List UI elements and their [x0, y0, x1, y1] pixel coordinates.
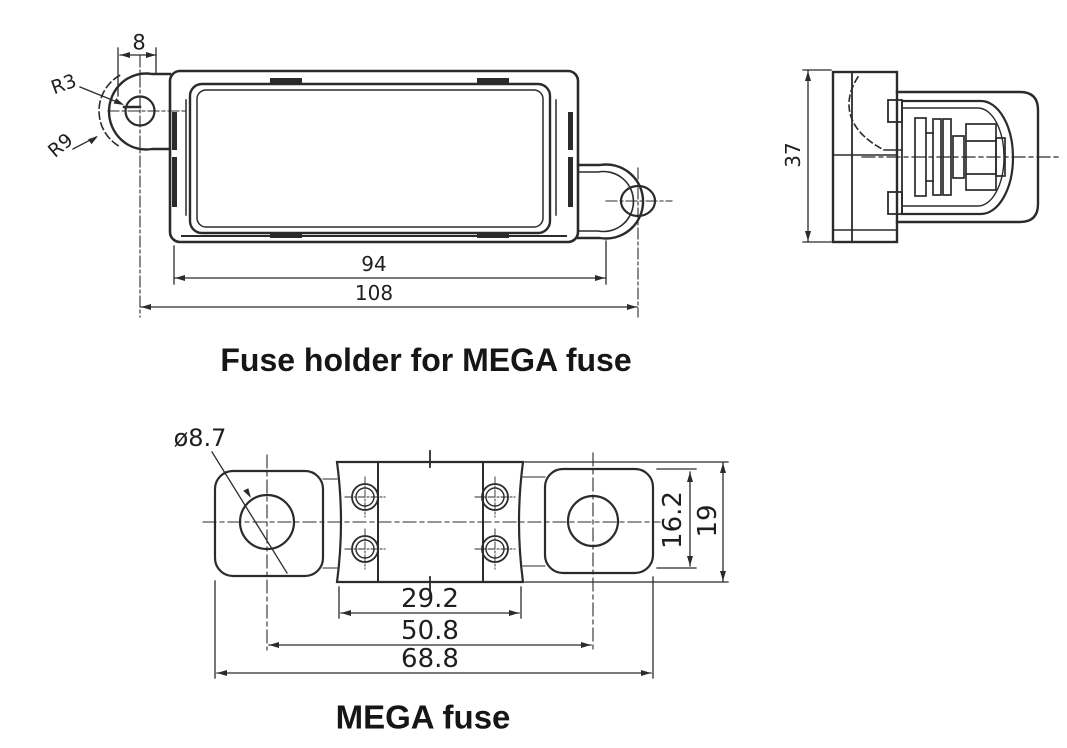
dim-label-terminal-height: 16.2 [658, 491, 688, 549]
fuse-rivets [344, 476, 516, 570]
side-dimension-37 [802, 69, 832, 243]
dim-label-holder-height: 37 [781, 142, 805, 168]
rivet [344, 476, 386, 518]
lid-top-clip [477, 78, 509, 84]
mega-fuse-view [202, 450, 729, 679]
holder-front-view [72, 47, 673, 318]
holder-caption: Fuse holder for MEGA fuse [220, 342, 632, 378]
fuse-left-terminal [213, 469, 325, 578]
dim-label-tab-width: 8 [132, 30, 146, 55]
dim-label-overall-length: 68.8 [401, 644, 459, 674]
fuse-centerlines [202, 452, 661, 651]
lid-bottom-clip [270, 232, 302, 238]
fuse-caption: MEGA fuse [335, 698, 511, 736]
holder-cover-lid [188, 82, 552, 235]
rivet [474, 476, 516, 518]
holder-right-mounting-tab [576, 163, 673, 318]
dim-label-body-height: 19 [693, 504, 723, 538]
hole-diameter-leader [211, 451, 288, 574]
dim-label-mounting-hole-spacing: 108 [354, 281, 394, 305]
dim-label-window-width: 29.2 [401, 584, 459, 614]
holder-left-mounting-tab [98, 55, 189, 318]
rivet [474, 528, 516, 570]
dim-label-body-width: 94 [361, 252, 387, 276]
dim-label-hole-spacing: 50.8 [401, 616, 459, 646]
fuse-right-terminal [543, 467, 655, 575]
lid-top-clip [270, 78, 302, 84]
dim-label-hole-diameter: ø8.7 [173, 424, 227, 452]
holder-side-view [802, 69, 1059, 244]
rivet [344, 528, 386, 570]
holder-body [168, 69, 580, 244]
fuse-dimensions [211, 451, 729, 679]
holder-front-dimensions [72, 47, 638, 310]
lid-bottom-clip [477, 232, 509, 238]
tab-outer-radius-dashed-arc [98, 74, 121, 148]
